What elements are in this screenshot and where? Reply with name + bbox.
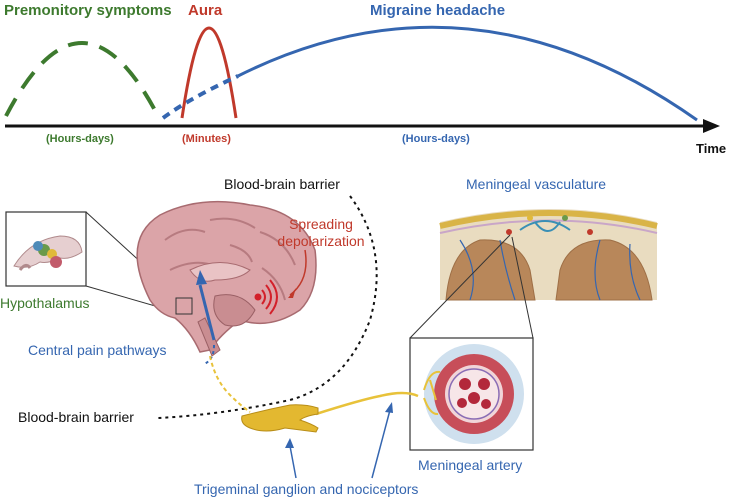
phase-premonitory-label: Premonitory symptoms bbox=[4, 2, 172, 19]
bbb-top-label: Blood-brain barrier bbox=[224, 176, 340, 192]
trigeminal-arrow-left bbox=[289, 445, 297, 479]
headache-onset-dashed bbox=[161, 74, 239, 120]
trigeminal-arrowhead-right bbox=[385, 402, 393, 413]
trigeminal-label: Trigeminal ganglion and nociceptors bbox=[194, 481, 419, 497]
meningeal-vasculature-illustration bbox=[439, 209, 658, 301]
central-pain-dotted bbox=[203, 344, 215, 365]
phase-headache-label: Migraine headache bbox=[370, 2, 506, 19]
trigeminal-arrow-right bbox=[371, 409, 391, 479]
meningeal-vasculature-label: Meningeal vasculature bbox=[466, 176, 607, 192]
time-axis-arrowhead bbox=[703, 119, 720, 133]
spreading-arrowhead bbox=[288, 288, 296, 298]
vasculature-connector-2 bbox=[511, 236, 534, 339]
headache-curve bbox=[237, 25, 698, 122]
bbb-dotted-path bbox=[157, 195, 378, 419]
headache-duration: (Hours-days) bbox=[402, 133, 470, 145]
aura-duration: (Minutes) bbox=[182, 133, 231, 145]
hypothalamus-inset-illustration bbox=[13, 235, 83, 271]
bbb-bottom-label: Blood-brain barrier bbox=[18, 409, 134, 425]
nerve-to-brain bbox=[209, 355, 251, 413]
meningeal-artery-illustration bbox=[423, 344, 524, 444]
nerve-to-artery bbox=[315, 391, 419, 416]
wave-icon bbox=[254, 279, 278, 315]
meningeal-artery-label: Meningeal artery bbox=[418, 457, 523, 473]
central-pain-arrowhead bbox=[196, 270, 207, 285]
trigeminal-ganglion-illustration bbox=[241, 404, 319, 433]
vasculature-connector-1 bbox=[409, 234, 511, 339]
trigeminal-arrowhead-left bbox=[285, 438, 294, 448]
premonitory-duration: (Hours-days) bbox=[46, 133, 114, 145]
aura-curve bbox=[180, 26, 238, 119]
hypothalamus-label: Hypothalamus bbox=[0, 295, 90, 311]
central-pain-label: Central pain pathways bbox=[28, 342, 167, 358]
brain-illustration bbox=[136, 200, 317, 357]
phase-aura-label: Aura bbox=[188, 2, 223, 19]
premonitory-curve bbox=[4, 41, 160, 117]
central-pain-pathway-arrow bbox=[198, 284, 216, 341]
time-axis-label: Time bbox=[696, 141, 727, 156]
spreading-label: Spreading depolarization bbox=[277, 216, 365, 249]
